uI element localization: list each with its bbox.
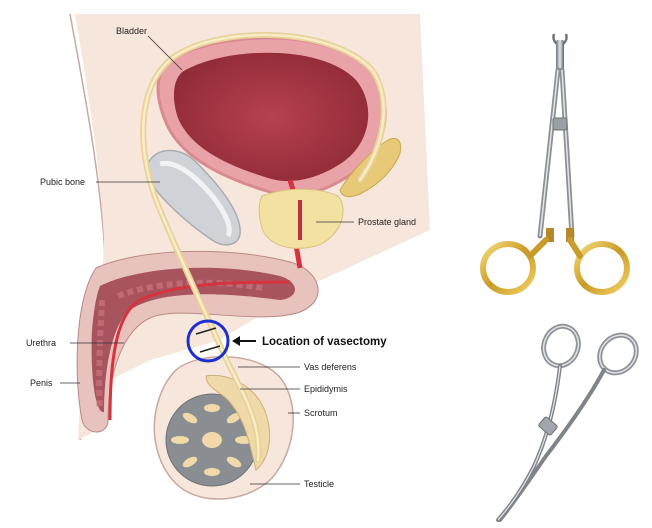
label-urethra: Urethra <box>26 338 56 348</box>
scrotum-shape <box>153 355 294 500</box>
vasectomy-site-marker <box>186 319 230 363</box>
label-scrotum: Scrotum <box>304 408 338 418</box>
label-location-of-vasectomy: Location of vasectomy <box>262 336 387 348</box>
label-penis: Penis <box>30 378 53 388</box>
leader-lines <box>60 35 354 485</box>
label-prostate-gland: Prostate gland <box>358 217 416 227</box>
label-bladder: Bladder <box>116 26 147 36</box>
bladder-shape <box>156 36 387 269</box>
vas-clamp-forceps-image <box>480 33 630 295</box>
label-vas-deferens: Vas deferens <box>304 362 357 372</box>
label-pubic-bone: Pubic bone <box>40 177 85 187</box>
curved-hemostat-forceps-image <box>496 323 639 522</box>
vasectomy-arrow <box>232 336 256 346</box>
label-epididymis: Epididymis <box>304 384 348 394</box>
label-testicle: Testicle <box>304 479 334 489</box>
